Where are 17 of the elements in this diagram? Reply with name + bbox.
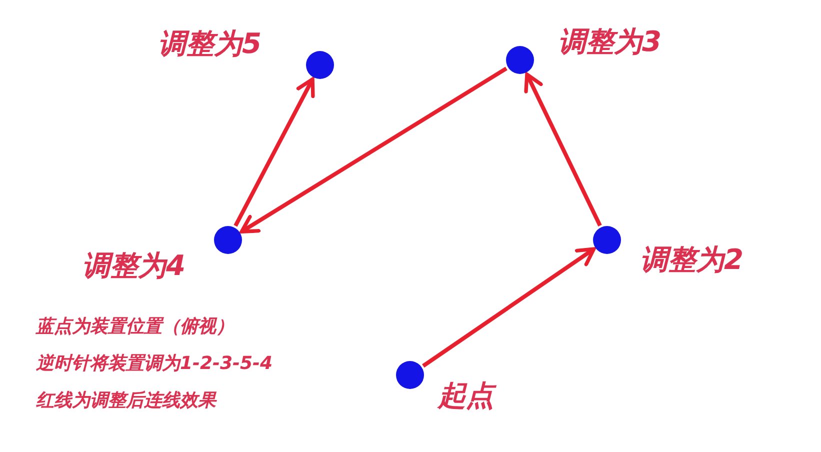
arrow: [524, 72, 602, 226]
point-label: 起点: [438, 382, 494, 410]
note-text: 逆时针将装置调为1-2-3-5-4: [36, 355, 273, 373]
dot: [396, 361, 424, 389]
dot: [506, 46, 534, 74]
point-label: 调整为2: [640, 246, 744, 274]
note-text: 蓝点为装置位置（俯视）: [36, 318, 234, 336]
arrow: [234, 77, 315, 227]
dot: [593, 226, 621, 254]
arrow: [422, 247, 596, 368]
dot: [214, 226, 242, 254]
point-label: 调整为4: [82, 252, 186, 280]
note-text: 红线为调整后连线效果: [36, 392, 216, 410]
dot: [306, 51, 334, 79]
point-label: 调整为5: [158, 30, 262, 58]
point-label: 调整为3: [558, 28, 662, 56]
arrow: [240, 66, 508, 234]
